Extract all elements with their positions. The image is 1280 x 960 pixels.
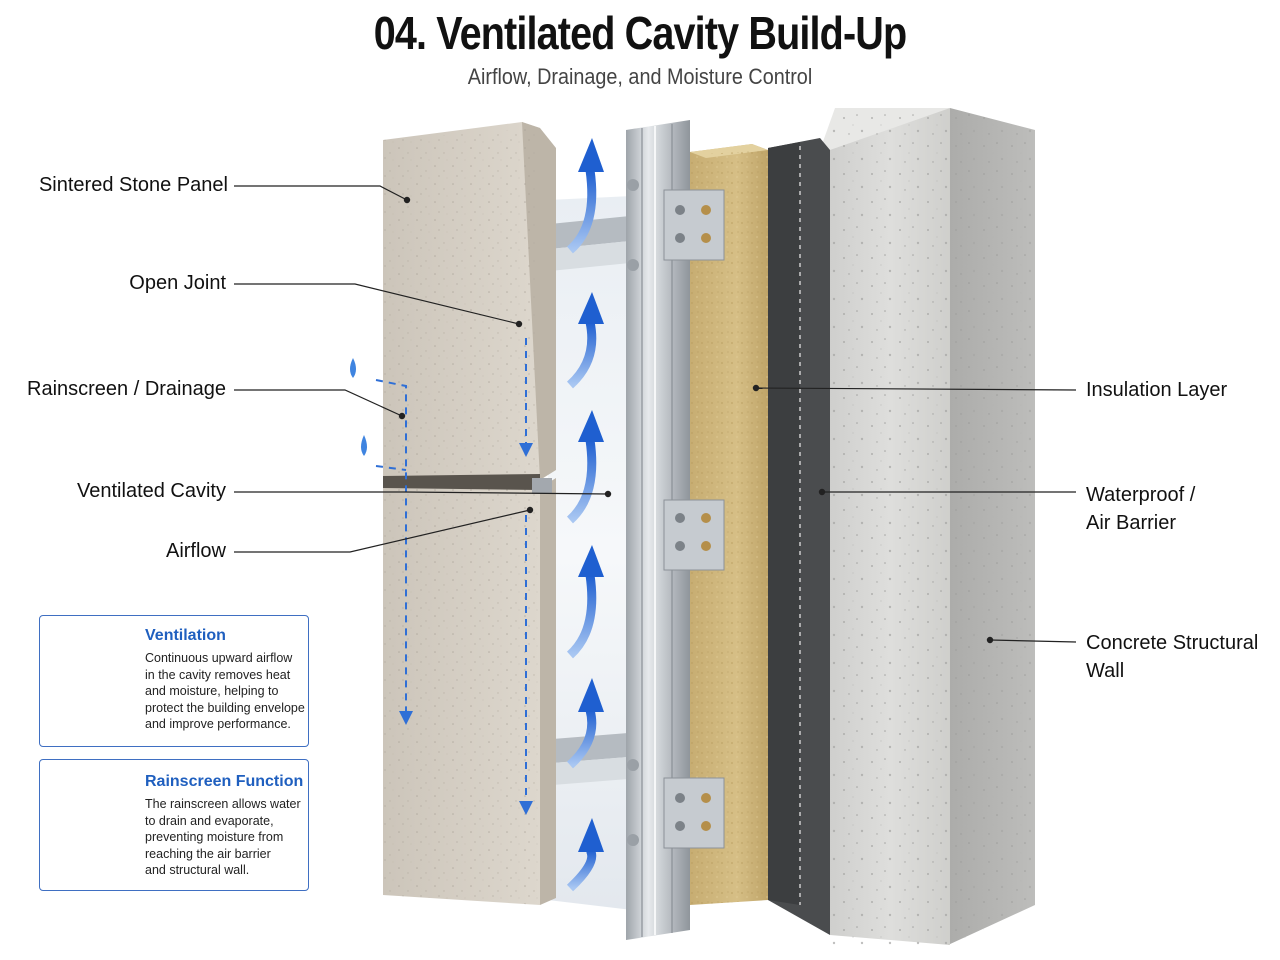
ventilation-line: protect the building envelope: [145, 700, 305, 715]
up-arrow-icon: [566, 678, 604, 769]
label-concrete-line1: Concrete Structural: [1086, 632, 1259, 654]
rainscreen-line: to drain and evaporate,: [145, 813, 274, 828]
label-air-barrier-line2: Air Barrier: [1086, 512, 1177, 534]
up-arrow-icon: [566, 545, 604, 659]
page-subtitle: Airflow, Drainage, and Moisture Control: [467, 64, 813, 89]
ventilation-line: in the cavity removes heat: [145, 667, 291, 682]
ventilation-body: Continuous upward airflow in the cavity …: [145, 650, 305, 733]
stone-panels: [383, 122, 556, 905]
up-arrow-icon: [566, 818, 604, 892]
ventilation-line: and improve performance.: [145, 717, 291, 731]
rainscreen-line: reaching the air barrier: [145, 846, 271, 861]
rainscreen-line: preventing moisture from: [145, 830, 284, 844]
label-insulation-layer: Insulation Layer: [1086, 379, 1228, 401]
ventilation-info-box: Ventilation Continuous upward airflow in…: [39, 615, 309, 747]
airflow-arrows: [566, 138, 604, 892]
insulation-layer: [690, 144, 768, 905]
leader-lines: [234, 185, 1077, 644]
label-waterproof-line1: Waterproof /: [1086, 484, 1196, 506]
up-arrow-icon: [566, 138, 604, 254]
label-rainscreen-drainage: Rainscreen / Drainage: [27, 378, 226, 400]
up-arrow-icon: [566, 410, 604, 524]
label-open-joint: Open Joint: [129, 272, 226, 294]
label-airflow: Airflow: [165, 540, 226, 562]
ventilation-line: Continuous upward airflow: [145, 651, 293, 665]
wall-brackets: [627, 179, 725, 849]
rainscreen-title: Rainscreen Function: [145, 773, 304, 790]
ventilation-line: and moisture, helping to: [145, 684, 279, 698]
up-arrow-icon: [566, 292, 604, 389]
vertical-rail: [626, 120, 690, 940]
rainscreen-info-box: Rainscreen Function The rainscreen allow…: [39, 759, 309, 891]
label-sintered-stone-panel: Sintered Stone Panel: [38, 174, 228, 196]
concrete-wall: [820, 108, 1035, 945]
ventilation-title: Ventilation: [145, 627, 226, 644]
page-title: 04. Ventilated Cavity Build-Up: [373, 7, 907, 59]
drainage-arrows: [350, 338, 533, 815]
rainscreen-line: The rainscreen allows water: [145, 797, 301, 811]
air-barrier-membrane: [768, 138, 830, 935]
rainscreen-line: and structural wall.: [145, 863, 250, 877]
water-drop-icon: [350, 358, 356, 378]
water-drop-icon: [361, 435, 367, 456]
rainscreen-body: The rainscreen allows water to drain and…: [145, 796, 305, 879]
label-concrete-line2: Wall: [1086, 660, 1125, 682]
label-ventilated-cavity: Ventilated Cavity: [77, 480, 226, 502]
